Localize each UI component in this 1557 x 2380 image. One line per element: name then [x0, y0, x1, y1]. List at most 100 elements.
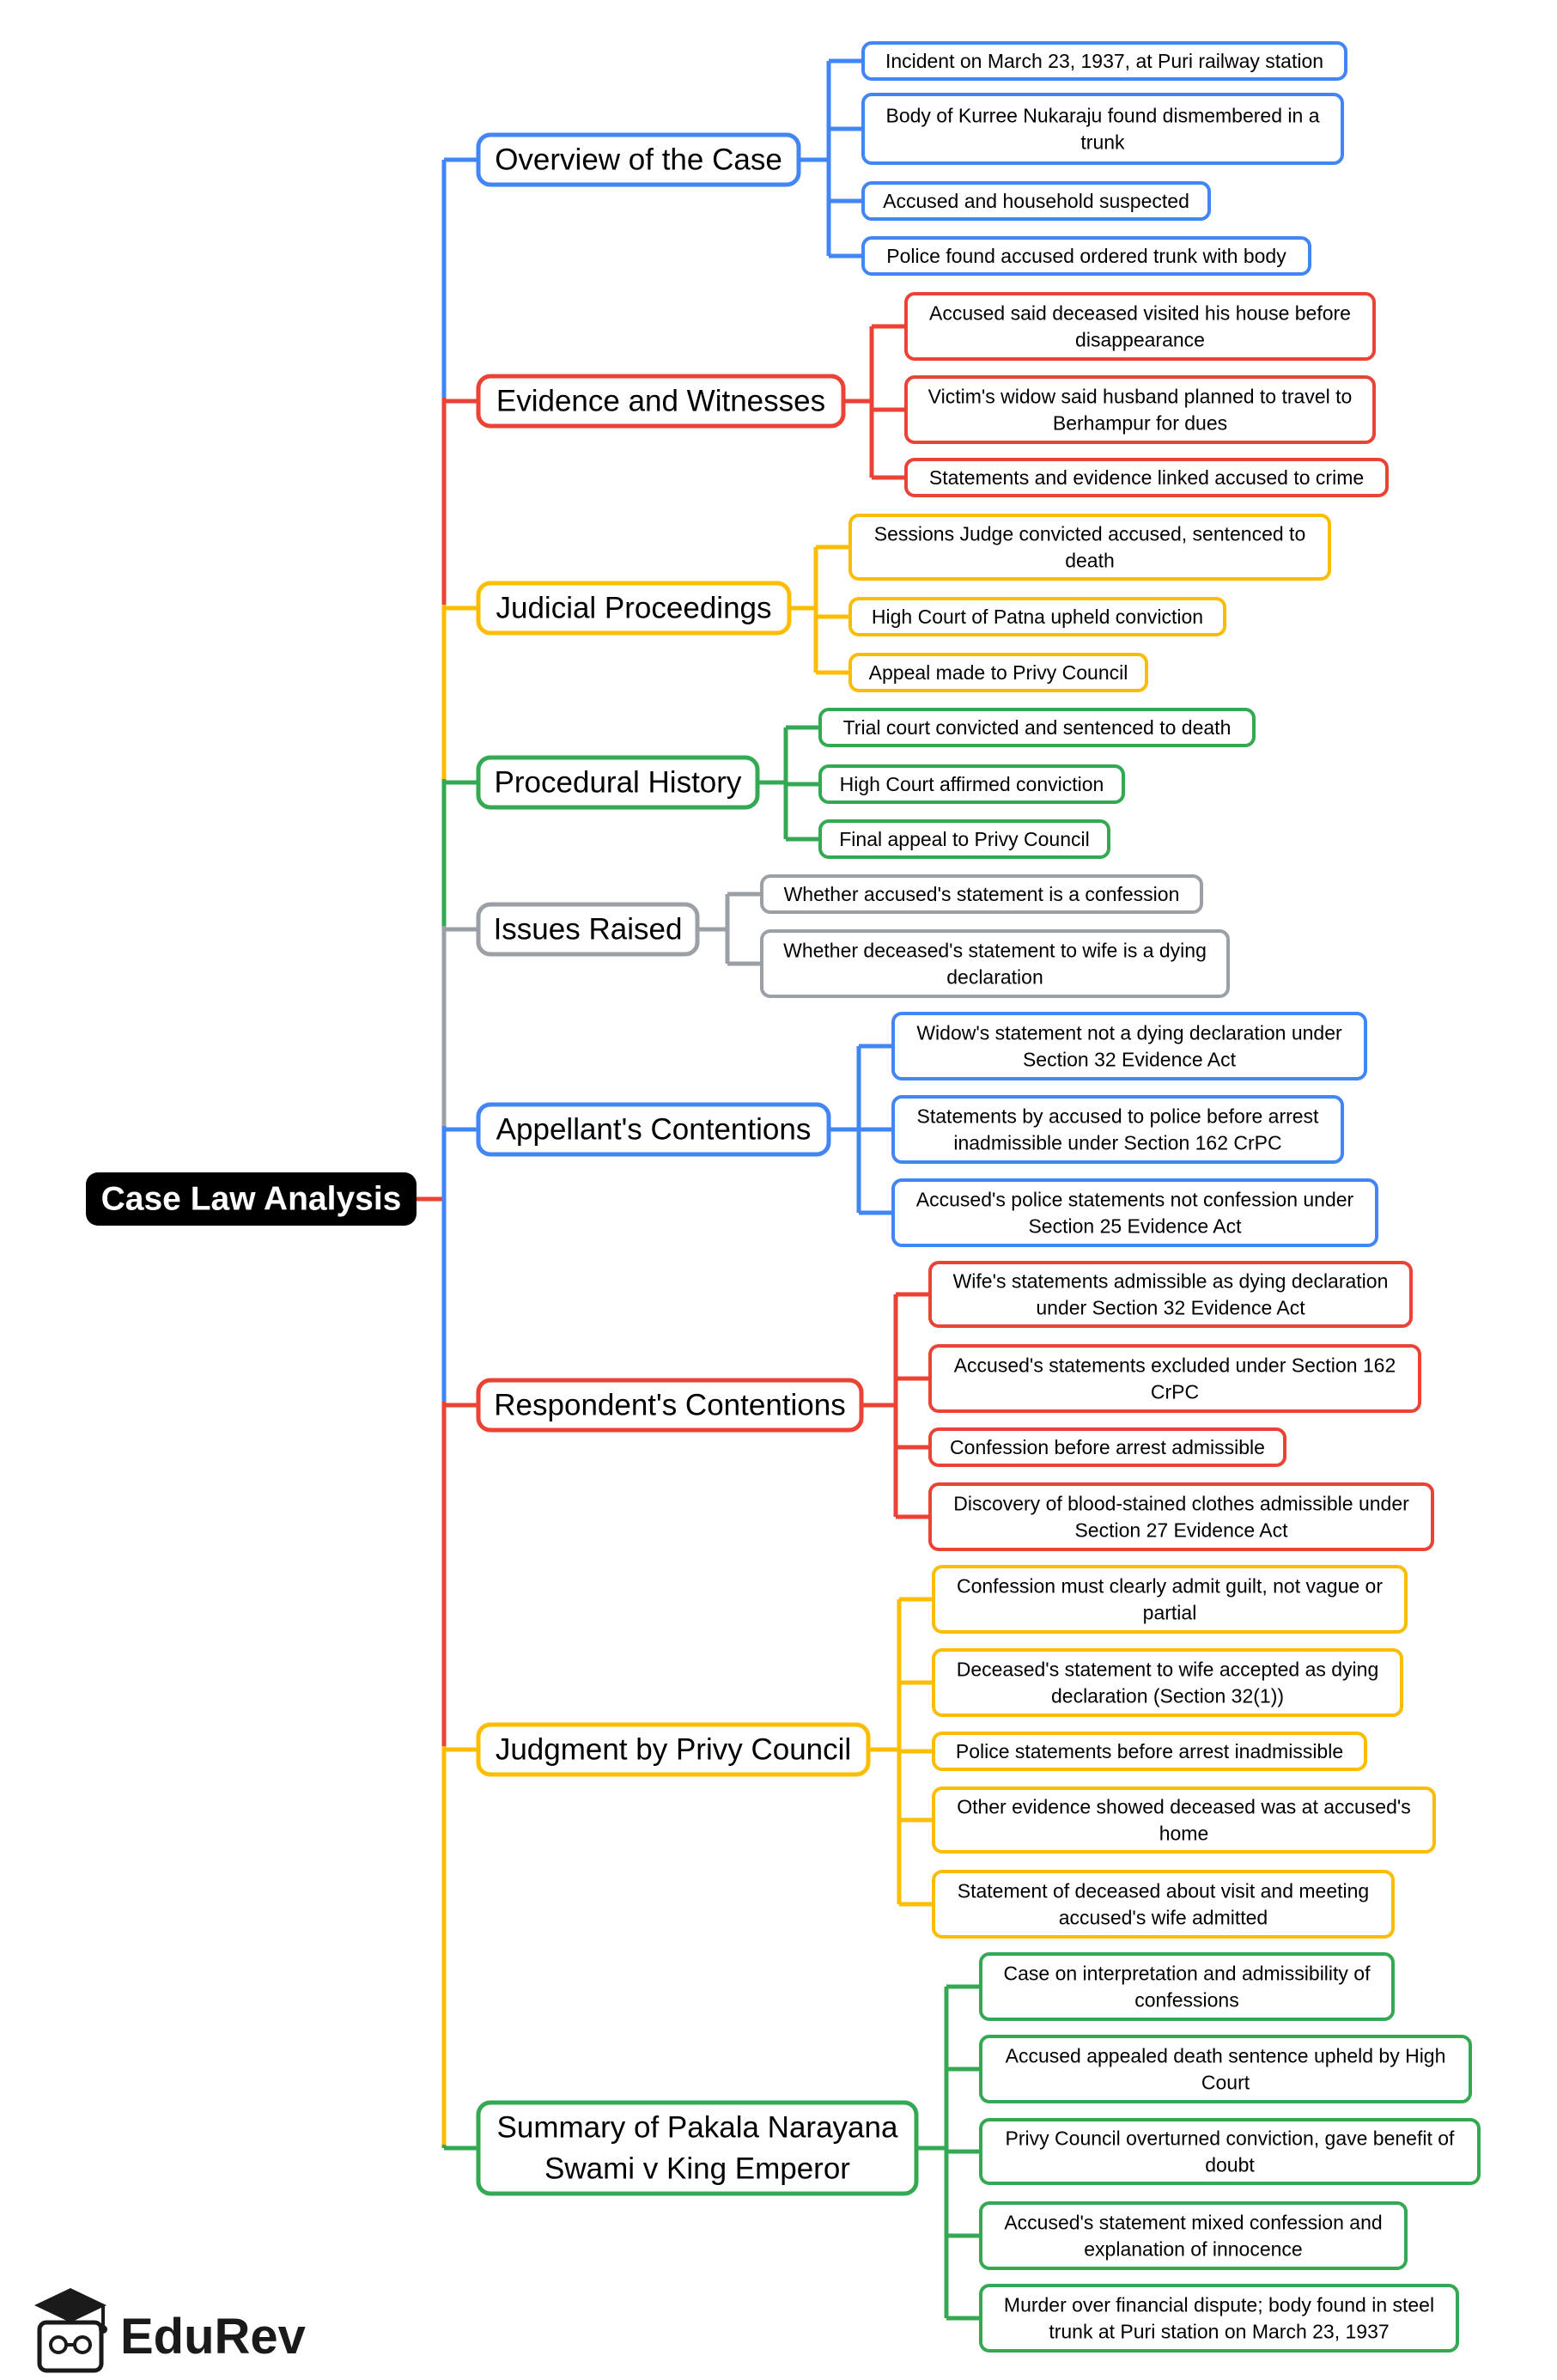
leaf-node: Appeal made to Privy Council [848, 653, 1148, 692]
leaf-node-label: Section 27 Evidence Act [1074, 1519, 1288, 1542]
leaf-node-label: disappearance [1075, 329, 1205, 351]
leaf-node: Privy Council overturned conviction, gav… [979, 2118, 1481, 2185]
leaf-node-label: Wife's statements admissible as dying de… [953, 1270, 1389, 1293]
leaf-node-box [932, 1648, 1403, 1717]
leaf-node: Accused appealed death sentence upheld b… [979, 2035, 1472, 2103]
leaf-node-box [928, 1261, 1413, 1328]
leaf-node-label: Victim's widow said husband planned to t… [928, 386, 1353, 408]
leaf-node-label: Court [1201, 2072, 1250, 2094]
leaf-node-box [932, 1870, 1395, 1939]
leaf-node-box [818, 819, 1110, 859]
leaf-node: Discovery of blood-stained clothes admis… [928, 1482, 1434, 1551]
branch-node-label: Appellant's Contentions [496, 1113, 812, 1147]
leaf-node-label: Statement of deceased about visit and me… [958, 1880, 1369, 1902]
branch-node: Respondent's Contentions [476, 1378, 864, 1433]
leaf-node-box [891, 1178, 1378, 1247]
leaf-node-label: Statements and evidence linked accused t… [929, 466, 1364, 489]
leaf-node-label: death [1065, 550, 1115, 572]
leaf-node-box [979, 2035, 1472, 2103]
leaf-node-label: Other evidence showed deceased was at ac… [957, 1796, 1411, 1818]
branch-node-box [476, 374, 846, 429]
leaf-node-label: Whether accused's statement is a confess… [784, 883, 1180, 905]
leaf-node-label: home [1159, 1823, 1209, 1845]
leaf-node: Deceased's statement to wife accepted as… [932, 1648, 1403, 1717]
branch-node-box [476, 1722, 871, 1777]
brand-name: EduRev [120, 2309, 306, 2365]
leaf-node: Accused's statements excluded under Sect… [928, 1344, 1421, 1413]
leaf-node: Incident on March 23, 1937, at Puri rail… [861, 41, 1347, 81]
leaf-node-label: Final appeal to Privy Council [839, 828, 1089, 850]
leaf-node-box [928, 1344, 1421, 1413]
branch-node-label: Issues Raised [494, 913, 683, 947]
leaf-node-label: doubt [1205, 2154, 1255, 2176]
leaf-node-box [818, 764, 1125, 804]
leaf-node-box [760, 874, 1203, 914]
leaf-node-label: Incident on March 23, 1937, at Puri rail… [885, 50, 1323, 72]
leaf-node-label: Sessions Judge convicted accused, senten… [874, 523, 1306, 545]
branch-node: Overview of the Case [476, 132, 801, 187]
leaf-node-label: accused's wife admitted [1059, 1907, 1268, 1929]
root-node: Case Law Analysis [86, 1172, 417, 1226]
leaf-node-label: Confession before arrest admissible [950, 1436, 1265, 1458]
leaf-node-label: Case on interpretation and admissibility… [1003, 1963, 1371, 1985]
leaf-node-box [861, 236, 1311, 276]
leaf-node-box [979, 2201, 1408, 2270]
leaf-node-label: inadmissible under Section 162 CrPC [953, 1132, 1281, 1154]
leaf-node-label: Murder over financial dispute; body foun… [1004, 2294, 1434, 2316]
leaf-node-box [891, 1095, 1344, 1164]
leaf-node-label: Statements by accused to police before a… [917, 1105, 1320, 1128]
leaf-node-label: Accused appealed death sentence upheld b… [1006, 2045, 1446, 2067]
leaf-node-label: explanation of innocence [1084, 2238, 1302, 2261]
leaf-node-label: under Section 32 Evidence Act [1036, 1297, 1305, 1319]
leaf-node-box [848, 653, 1148, 692]
leaf-node-box [848, 514, 1331, 581]
leaf-node: Statements by accused to police before a… [891, 1095, 1344, 1164]
leaf-node-box [979, 1952, 1395, 2021]
leaf-node-box [891, 1012, 1367, 1080]
branch-node-label: Evidence and Witnesses [496, 385, 825, 418]
leaf-node-label: Trial court convicted and sentenced to d… [843, 716, 1232, 739]
leaf-node-label: High Court of Patna upheld conviction [872, 606, 1203, 628]
leaf-node-box [760, 929, 1230, 998]
leaf-node-box [932, 1565, 1408, 1634]
leaf-node: Widow's statement not a dying declaratio… [891, 1012, 1367, 1080]
branch-node: Evidence and Witnesses [476, 374, 846, 429]
branch-node-label: Swami v King Emperor [544, 2152, 850, 2186]
leaf-node: High Court affirmed conviction [818, 764, 1125, 804]
root-node-box [86, 1172, 417, 1226]
branch-node-box [476, 1102, 831, 1157]
leaf-node-box [979, 2118, 1481, 2185]
branch-node-box [476, 132, 801, 187]
leaf-node: Body of Kurree Nukaraju found dismembere… [861, 93, 1344, 165]
leaf-node-label: High Court affirmed conviction [840, 773, 1104, 795]
leaf-node-label: Discovery of blood-stained clothes admis… [953, 1493, 1409, 1515]
leaf-node-box [928, 1482, 1434, 1551]
leaf-node-label: Whether deceased's statement to wife is … [783, 940, 1207, 962]
leaf-node: Trial court convicted and sentenced to d… [818, 708, 1256, 747]
leaf-node-box [861, 93, 1344, 165]
leaf-node-label: Accused's police statements not confessi… [916, 1189, 1354, 1211]
leaf-node-label: Deceased's statement to wife accepted as… [957, 1659, 1379, 1681]
leaf-node-box [904, 375, 1376, 444]
leaf-node: Police found accused ordered trunk with … [861, 236, 1311, 276]
root-node-label: Case Law Analysis [101, 1181, 402, 1218]
leaf-node-box [848, 597, 1226, 636]
leaf-node: Confession before arrest admissible [928, 1427, 1286, 1467]
leaf-node-label: Privy Council overturned conviction, gav… [1006, 2127, 1456, 2150]
mind-map-nodes: Case Law Analysis Overview of the Case Inc… [86, 41, 1481, 2353]
branch-node-box [476, 902, 700, 957]
leaf-node: Police statements before arrest inadmiss… [932, 1732, 1367, 1771]
leaf-node: Statements and evidence linked accused t… [904, 458, 1389, 497]
leaf-node: Final appeal to Privy Council [818, 819, 1110, 859]
leaf-node-box [979, 2284, 1459, 2353]
leaf-node-label: Berhampur for dues [1053, 412, 1227, 435]
leaf-node: Case on interpretation and admissibility… [979, 1952, 1395, 2021]
leaf-node-label: Police statements before arrest inadmiss… [956, 1740, 1343, 1762]
leaf-node-label: trunk at Puri station on March 23, 1937 [1049, 2321, 1389, 2343]
leaf-node-label: partial [1143, 1602, 1197, 1624]
leaf-node: Accused said deceased visited his house … [904, 292, 1376, 361]
leaf-node: Accused and household suspected [861, 181, 1211, 221]
leaf-node-label: declaration (Section 32(1)) [1051, 1685, 1284, 1707]
